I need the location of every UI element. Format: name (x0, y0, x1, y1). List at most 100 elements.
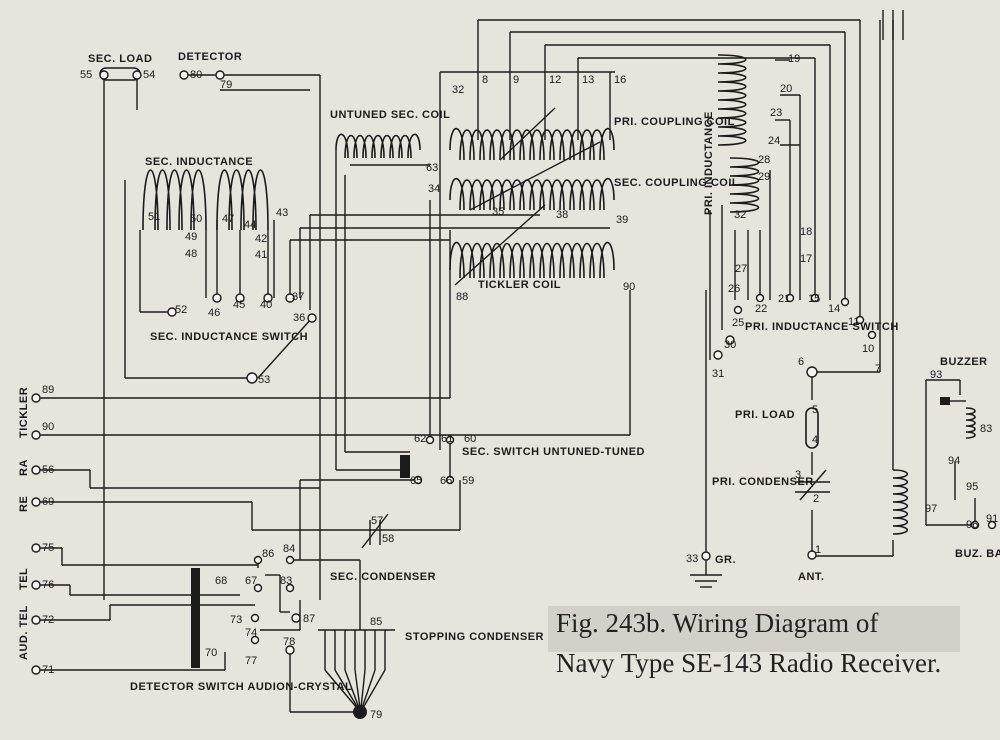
terminal-label-10: 10 (862, 343, 874, 355)
label-buzzer: BUZZER (940, 356, 988, 368)
terminal-label-57: 57 (371, 515, 383, 527)
terminal-label-30: 30 (724, 339, 736, 351)
terminal-label-74: 74 (245, 627, 257, 639)
terminal-label-53: 53 (258, 374, 270, 386)
label-tel: TEL (18, 568, 30, 590)
wires (40, 10, 976, 713)
terminal-label-69: 69 (42, 496, 54, 508)
label-sec-inductance: SEC. INDUCTANCE (145, 156, 253, 168)
sec-condenser-symbol (361, 513, 389, 549)
pri-inductance-coil-lower (729, 157, 760, 213)
terminal-label-7: 7 (875, 363, 881, 375)
label-aud-tel: AUD. TEL (18, 605, 30, 660)
terminal-label-85: 86 (262, 548, 274, 560)
label-pri-load: PRI. LOAD (735, 409, 795, 421)
terminal-label-49: 49 (185, 231, 197, 243)
terminal-label-48: 48 (185, 248, 197, 260)
terminal-label-26: 26 (728, 283, 740, 295)
detector-switch-bar (191, 568, 200, 668)
terminal-label-61: 61 (441, 433, 453, 445)
terminal-label-70: 70 (205, 647, 217, 659)
terminal-label-14: 14 (828, 303, 840, 315)
terminal-label-65: 65 (410, 475, 422, 487)
terminal-label-46: 46 (208, 307, 220, 319)
terminal-label-51: 51 (148, 211, 160, 223)
terminal-label-18: 18 (800, 226, 812, 238)
terminal-label-6: 6 (798, 356, 804, 368)
terminal-label-13: 13 (582, 74, 594, 86)
label-detector: DETECTOR (178, 51, 242, 63)
label-pri-inductance-switch: PRI. INDUCTANCE SWITCH (745, 321, 899, 333)
terminal-label-12: 12 (549, 74, 561, 86)
terminal-label-95: 95 (966, 481, 978, 493)
terminal-label-31: 31 (712, 368, 724, 380)
terminal-label-79: 79 (370, 709, 382, 721)
terminal-label-41: 41 (255, 249, 267, 261)
terminal-label-97: 97 (925, 503, 937, 515)
terminal-label-83: 84 (283, 543, 295, 555)
terminal-label-81: 80 (190, 69, 202, 81)
terminal-label-39: 39 (616, 214, 628, 226)
terminal-label-86: 87 (303, 613, 315, 625)
label-tickler: TICKLER (18, 387, 30, 438)
terminal-label-82: 83 (280, 575, 292, 587)
terminal-label-3: 3 (795, 469, 801, 481)
terminal-label-42: 42 (255, 233, 267, 245)
pri-load-coil (805, 407, 819, 449)
sec-inductance-coil-left (142, 169, 207, 231)
terminal-label-20: 20 (780, 83, 792, 95)
terminal-label-68: 68 (215, 575, 227, 587)
terminal-circles (31, 70, 997, 675)
label-buz-bat: BUZ. BAT. (955, 548, 1000, 560)
terminal-label-40: 40 (260, 299, 272, 311)
terminal-label-77: 77 (245, 655, 257, 667)
terminal-label-43: 43 (276, 207, 288, 219)
terminal-label-47: 47 (222, 213, 234, 225)
component-labels: SEC. LOAD DETECTOR UNTUNED SEC. COIL SEC… (18, 51, 1000, 693)
terminal-label-29: 29 (758, 171, 770, 183)
terminal-label-91: 91 (986, 513, 998, 525)
terminal-label-58: 58 (382, 533, 394, 545)
label-sec-condenser: SEC. CONDENSER (330, 571, 436, 583)
terminal-label-63: 63 (426, 162, 438, 174)
terminal-label-17: 17 (800, 253, 812, 265)
label-tickler-coil: TICKLER COIL (478, 279, 561, 291)
label-sec-load: SEC. LOAD (88, 53, 152, 65)
terminal-label-50: 50 (190, 213, 202, 225)
terminal-label-32: 32 (452, 84, 464, 96)
caption-background (548, 606, 960, 652)
terminal-label-16: 16 (614, 74, 626, 86)
terminal-numbers: 55 54 80 79 51 50 47 44 43 49 42 48 41 5… (42, 53, 998, 721)
terminal-label-76: 76 (42, 579, 54, 591)
terminal-label-19: 19 (788, 53, 800, 65)
terminal-label-9: 9 (513, 74, 519, 86)
terminal-label-93: 93 (930, 369, 942, 381)
stopping-condenser-symbol (318, 629, 395, 719)
label-pri-condenser: PRI. CONDENSER (712, 476, 814, 488)
terminal-label-94: 94 (948, 455, 960, 467)
terminal-label-24: 24 (768, 135, 780, 147)
terminal-label-80: 79 (220, 79, 232, 91)
terminal-label-55: 55 (80, 69, 92, 81)
terminal-label-87: 88 (456, 291, 468, 303)
terminal-label-75: 75 (42, 542, 54, 554)
terminal-label-11: 11 (848, 316, 859, 328)
figure-caption-line2: Navy Type SE-143 Radio Receiver. (556, 648, 942, 678)
terminal-label-62: 62 (414, 433, 426, 445)
pri-coupling-coil (449, 107, 615, 161)
terminal-label-96: 96 (966, 519, 978, 531)
sec-switch-bar (400, 455, 410, 478)
terminal-label-33: 33 (686, 553, 698, 565)
terminal-label-84: 85 (370, 616, 382, 628)
terminal-label-8: 8 (482, 74, 488, 86)
terminal-label-1: 1 (815, 544, 821, 556)
pri-inductance-coil-upper (717, 54, 747, 146)
label-sec-switch: SEC. SWITCH UNTUNED-TUNED (462, 446, 645, 458)
terminal-label-4: 4 (812, 434, 818, 446)
buzzer-coil (940, 397, 976, 439)
label-stopping-condenser: STOPPING CONDENSER (405, 631, 544, 643)
terminal-label-88: 89 (42, 384, 54, 396)
terminal-label-56: 56 (42, 464, 54, 476)
terminal-label-22: 22 (755, 303, 767, 315)
